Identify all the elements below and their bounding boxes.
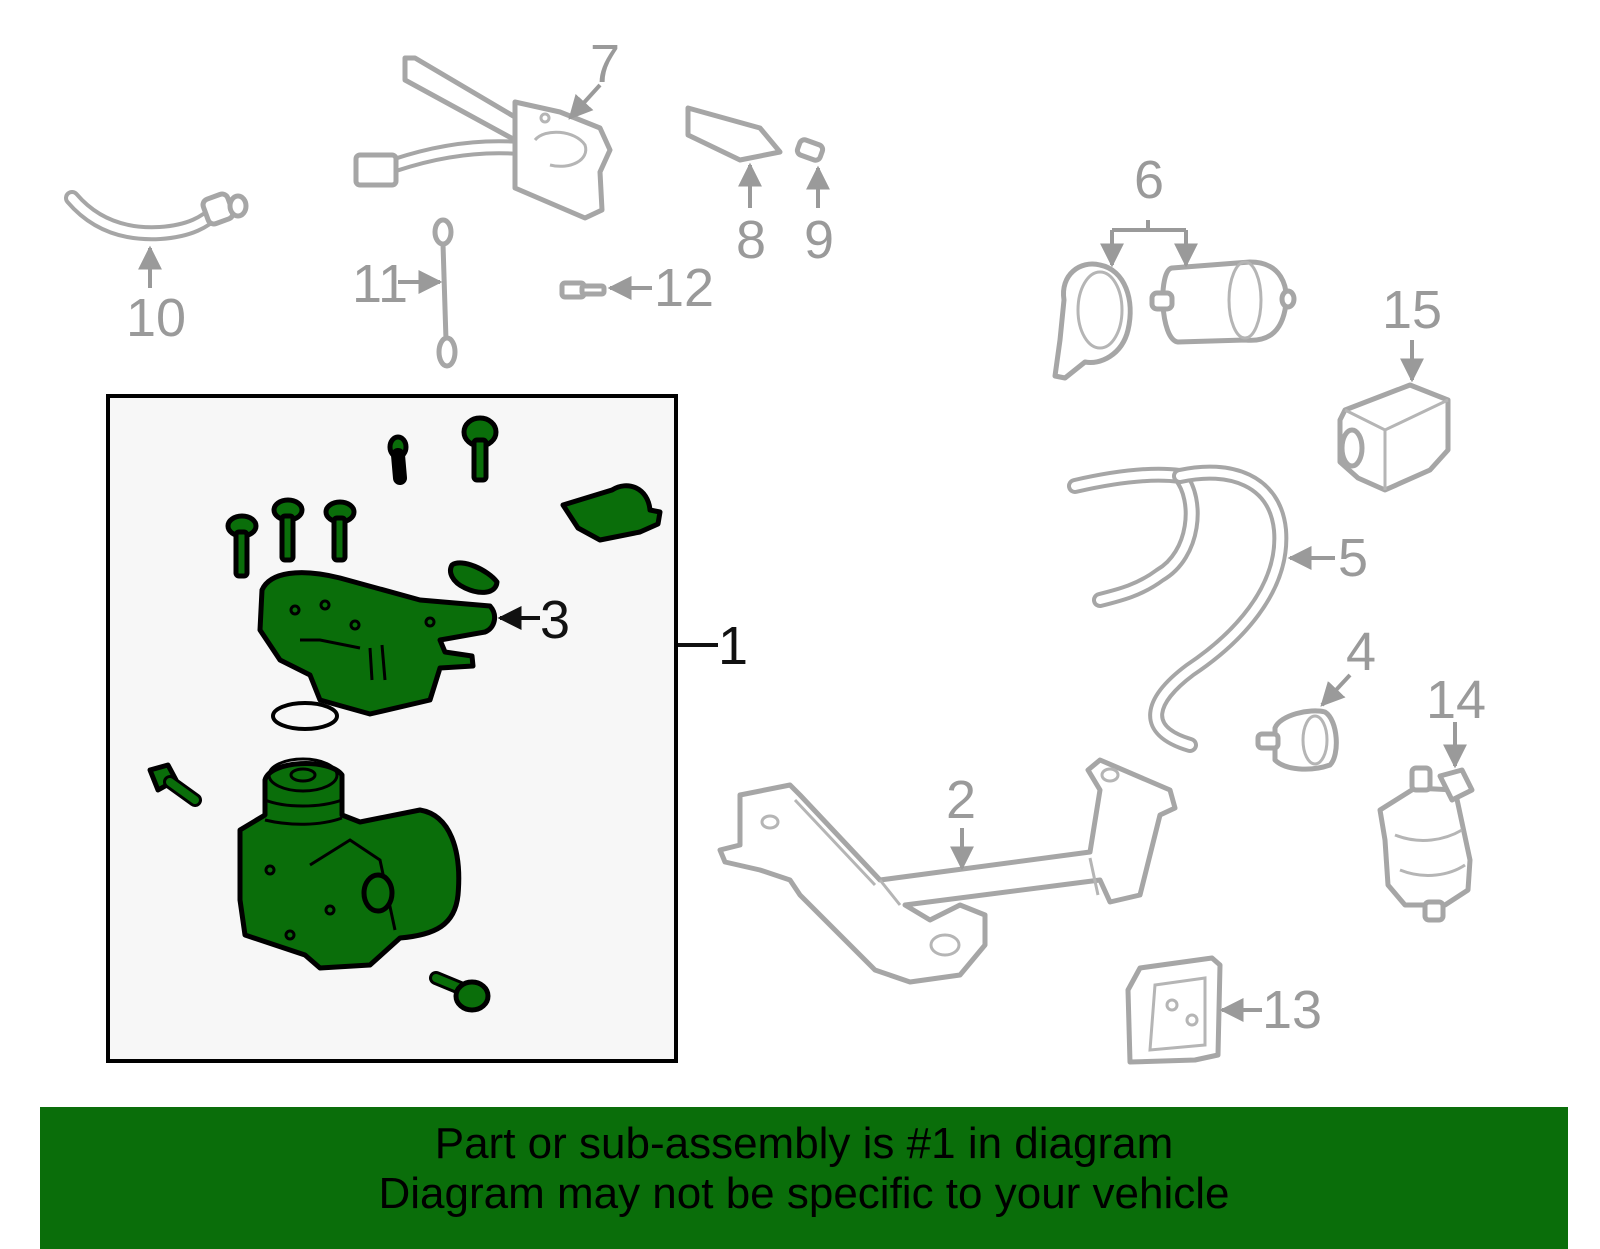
callout-9: 9 — [804, 210, 834, 270]
part-3-control-module[interactable] — [257, 570, 498, 717]
part-15-relay[interactable] — [1337, 382, 1451, 493]
callout-8: 8 — [736, 210, 766, 270]
part-13-gasket[interactable] — [1125, 955, 1223, 1065]
part-6-pump-motor[interactable] — [1052, 259, 1297, 381]
callout-4: 4 — [1346, 622, 1376, 682]
callout-7: 7 — [590, 34, 620, 94]
assembly-hydraulic-unit[interactable] — [237, 757, 462, 971]
part-7-harness-bracket[interactable] — [353, 55, 613, 221]
assembly-bolt[interactable] — [429, 971, 491, 1013]
arrow-7 — [568, 83, 602, 120]
callout-5: 5 — [1338, 528, 1368, 588]
arrow-6 — [1100, 220, 1198, 268]
assembly-bolt[interactable] — [271, 497, 305, 563]
part-5-hose[interactable] — [1067, 464, 1289, 753]
assembly-bolt[interactable] — [323, 499, 357, 563]
part-4-sensor[interactable] — [1255, 708, 1339, 772]
assembly-bracket[interactable] — [560, 483, 663, 543]
part-1-abs-assembly[interactable] — [147, 415, 663, 1013]
assembly-bolt[interactable] — [147, 762, 202, 807]
callout-12: 12 — [654, 258, 714, 318]
callout-11: 11 — [352, 254, 408, 314]
callout-13: 13 — [1262, 980, 1322, 1040]
callout-14: 14 — [1426, 670, 1486, 730]
part-12-bolt[interactable] — [559, 280, 607, 300]
callout-10: 10 — [126, 288, 186, 348]
part-10-wire-harness[interactable] — [64, 190, 249, 242]
assembly-bolt[interactable] — [387, 434, 409, 485]
assembly-clip[interactable] — [448, 560, 500, 595]
arrow-4 — [1320, 673, 1352, 707]
callout-15: 15 — [1382, 280, 1442, 340]
banner-line-1: Part or sub-assembly is #1 in diagram — [434, 1119, 1174, 1168]
part-2-mounting-bracket[interactable] — [717, 757, 1178, 985]
assembly-bolt[interactable] — [225, 513, 259, 579]
callout-2: 2 — [946, 770, 976, 830]
assembly-o-ring[interactable] — [271, 701, 339, 731]
part-9-clip[interactable] — [794, 137, 826, 163]
assembly-bolt[interactable] — [461, 415, 499, 483]
part-8-shield[interactable] — [685, 105, 783, 163]
part-14-actuator[interactable] — [1377, 765, 1475, 923]
banner-line-2: Diagram may not be specific to your vehi… — [378, 1169, 1230, 1218]
callout-3: 3 — [540, 590, 570, 650]
info-banner: Part or sub-assembly is #1 in diagram Di… — [40, 1107, 1568, 1249]
callout-1: 1 — [718, 616, 748, 676]
callout-6: 6 — [1134, 150, 1164, 210]
part-11-link-rod[interactable] — [432, 217, 458, 369]
